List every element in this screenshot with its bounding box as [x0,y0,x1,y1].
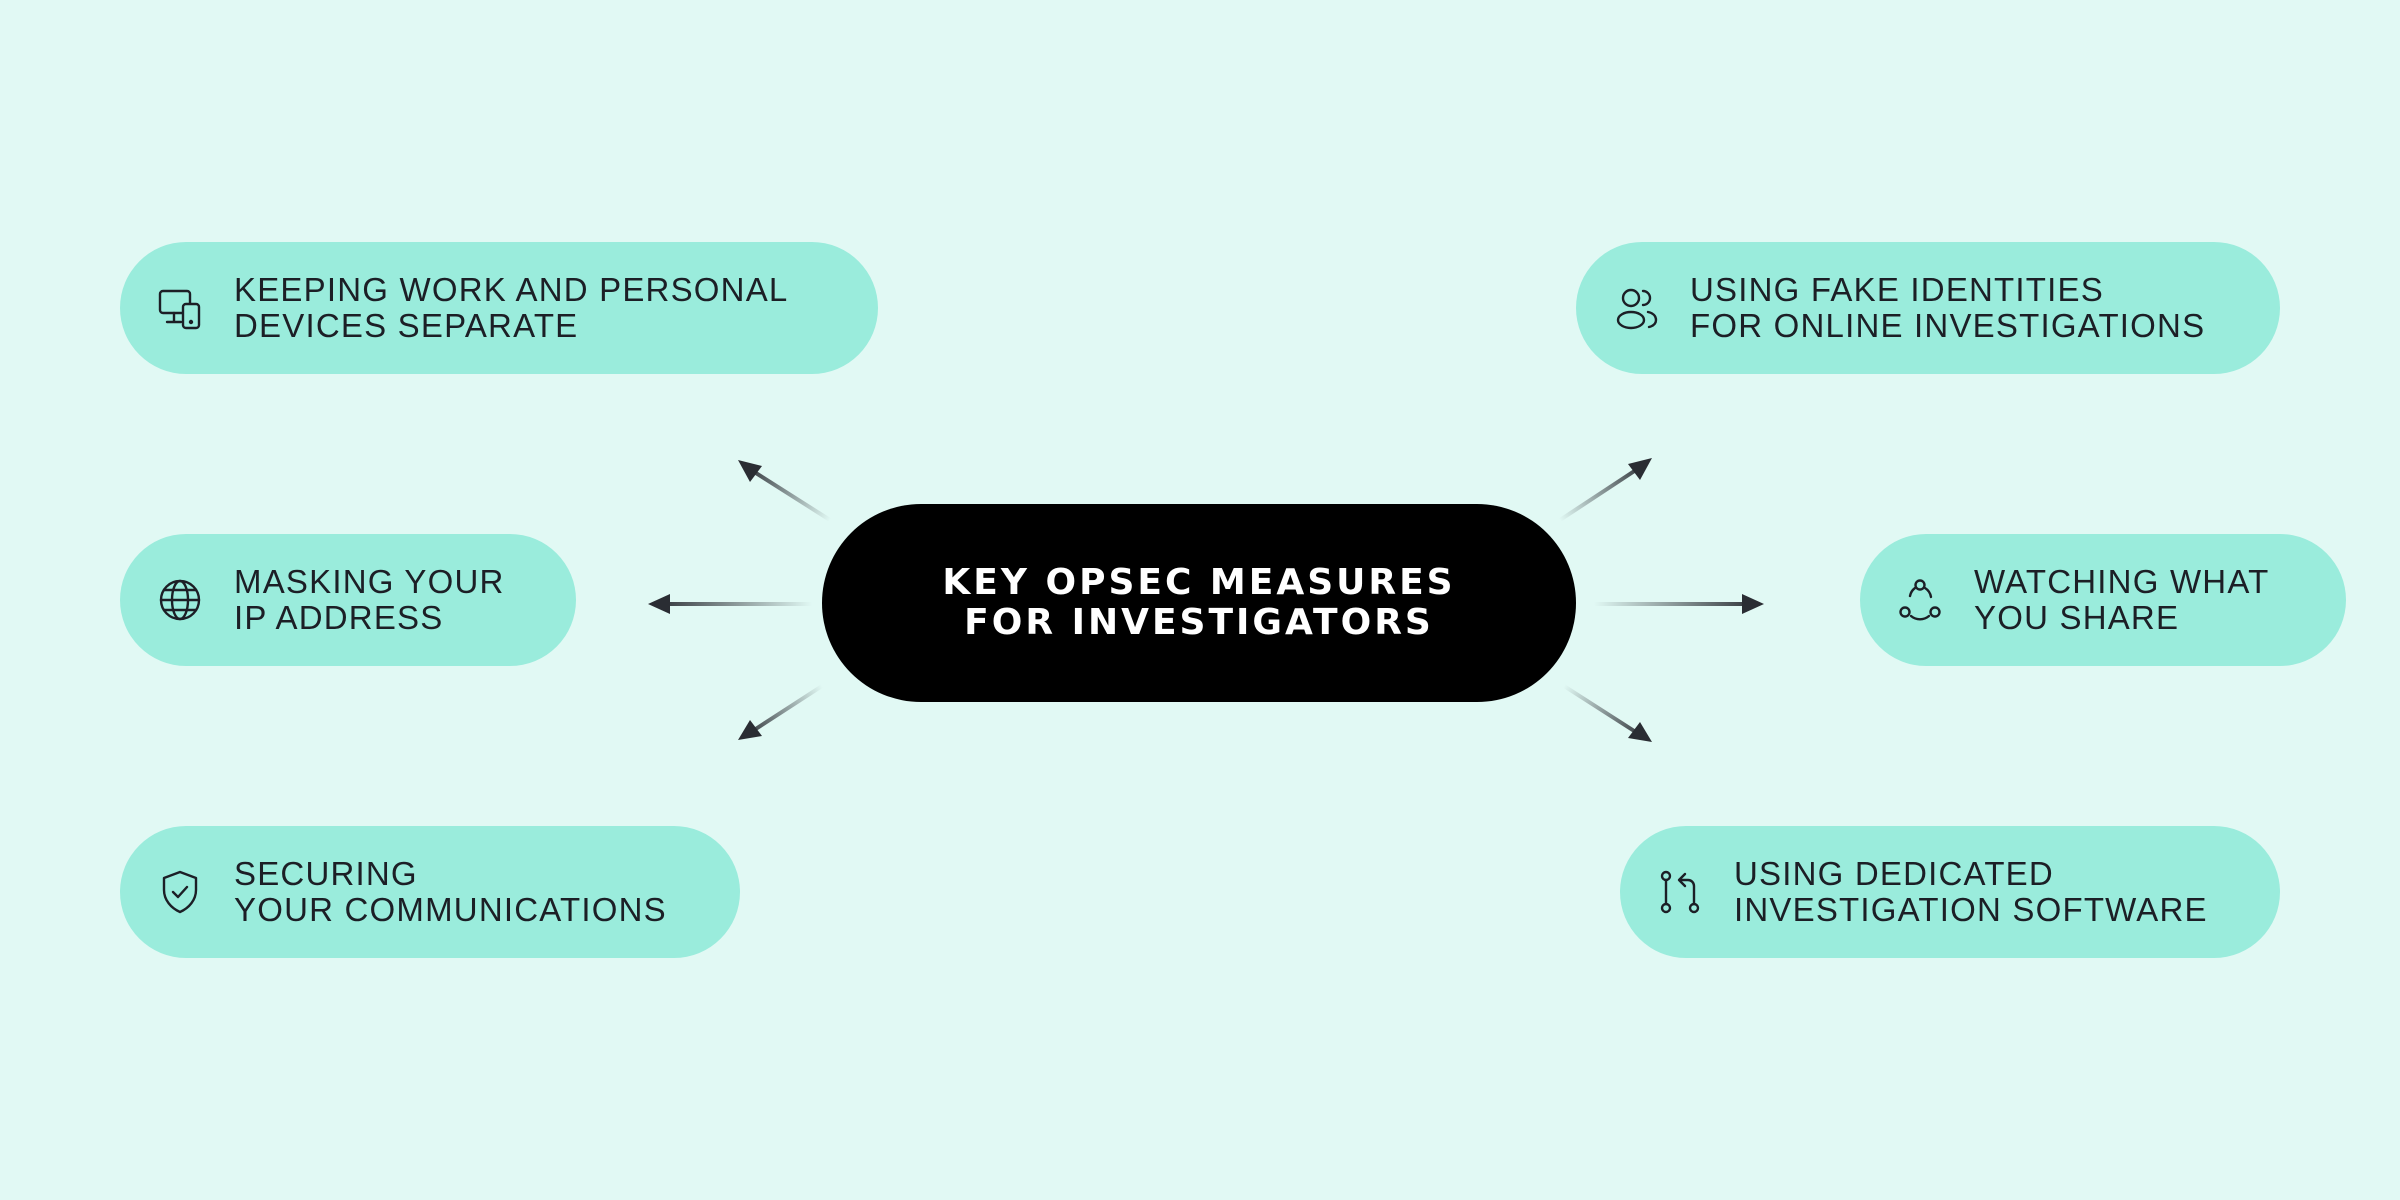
arrow-to-software [1562,684,1652,742]
measure-ip: MASKING YOUR IP ADDRESS [120,534,576,666]
measure-sharing-line2: YOU SHARE [1974,599,2180,636]
measure-devices-line1: KEEPING WORK AND PERSONAL [234,271,789,308]
measure-identities: USING FAKE IDENTITIES FOR ONLINE INVESTI… [1576,242,2280,374]
arrow-to-comms [738,684,824,740]
measure-comms-line2: YOUR COMMUNICATIONS [234,891,667,928]
arrow-to-sharing [1594,594,1764,614]
measure-comms-line1: SECURING [234,855,418,892]
measure-devices-line2: DEVICES SEPARATE [234,307,579,344]
central-topic: KEY OPSEC MEASURES FOR INVESTIGATORS [822,504,1576,702]
measure-sharing-line1: WATCHING WHAT [1974,563,2270,600]
arrow-to-identities [1558,458,1652,522]
measure-comms: SECURING YOUR COMMUNICATIONS [120,826,740,958]
measure-software: USING DEDICATED INVESTIGATION SOFTWARE [1620,826,2280,958]
git-compare-icon [1656,868,1704,916]
devices-icon [156,284,204,332]
arrow-to-devices [738,460,832,522]
users-icon [1612,284,1660,332]
measure-software-line2: INVESTIGATION SOFTWARE [1734,891,2208,928]
measure-identities-line2: FOR ONLINE INVESTIGATIONS [1690,307,2206,344]
measure-devices: KEEPING WORK AND PERSONAL DEVICES SEPARA… [120,242,878,374]
shield-check-icon [156,868,204,916]
central-topic-line1: KEY OPSEC MEASURES [942,562,1456,603]
share-cycle-icon [1896,576,1944,624]
measure-identities-line1: USING FAKE IDENTITIES [1690,271,2104,308]
measure-ip-line1: MASKING YOUR [234,563,505,600]
central-topic-line2: FOR INVESTIGATORS [964,602,1434,643]
arrow-to-ip [648,594,812,614]
measure-sharing: WATCHING WHAT YOU SHARE [1860,534,2346,666]
measure-ip-line2: IP ADDRESS [234,599,444,636]
globe-icon [156,576,204,624]
measure-software-line1: USING DEDICATED [1734,855,2054,892]
